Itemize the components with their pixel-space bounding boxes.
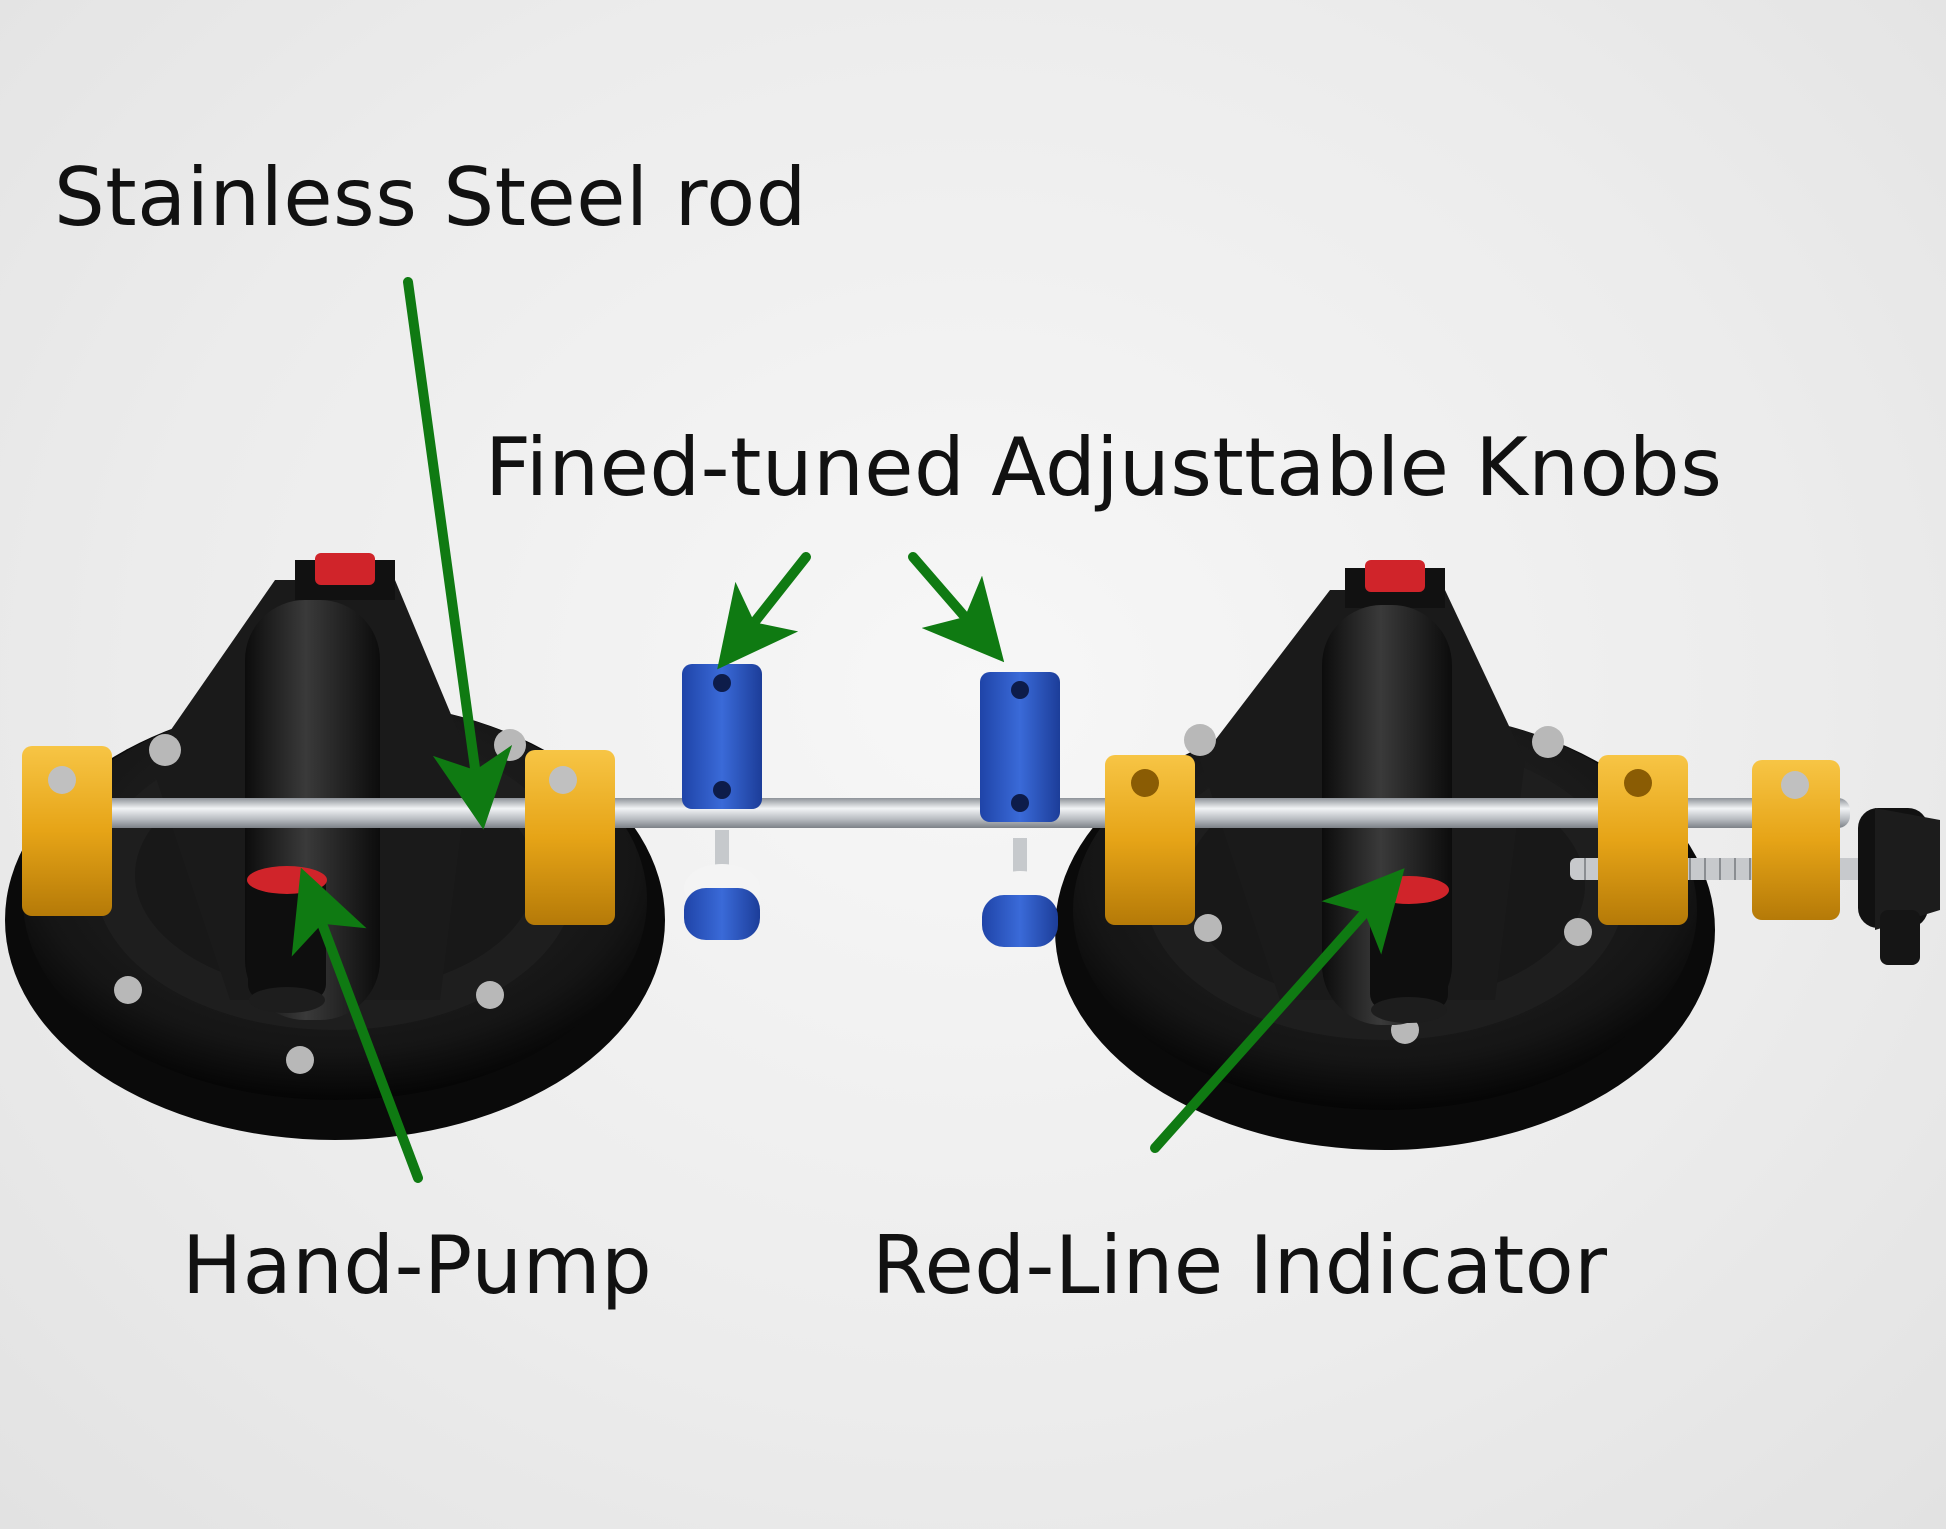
arrow-knob-right [908,552,1005,663]
gold-block-4 [1598,755,1688,925]
arrow-icon [291,277,1405,1183]
gold-block-5 [1752,760,1840,920]
label-stainless-steel-rod: Stainless Steel rod [54,151,807,244]
adjustable-knob-right [980,672,1060,947]
arrow-indicator [1150,868,1405,1153]
label-adjustable-knobs: Fined-tuned Adjusttable Knobs [485,421,1723,514]
end-knob [1858,808,1940,965]
adjustable-knob-left [682,664,762,940]
steel-rod [60,798,1850,828]
label-red-line-indicator: Red-Line Indicator [872,1219,1608,1312]
arrow-pump [291,867,423,1183]
gold-block-2 [525,750,615,925]
label-hand-pump: Hand-Pump [182,1219,653,1312]
gold-block-1 [22,746,112,916]
arrow-rod [403,277,513,830]
gold-block-3 [1105,755,1195,925]
arrow-knob-left [717,552,811,670]
